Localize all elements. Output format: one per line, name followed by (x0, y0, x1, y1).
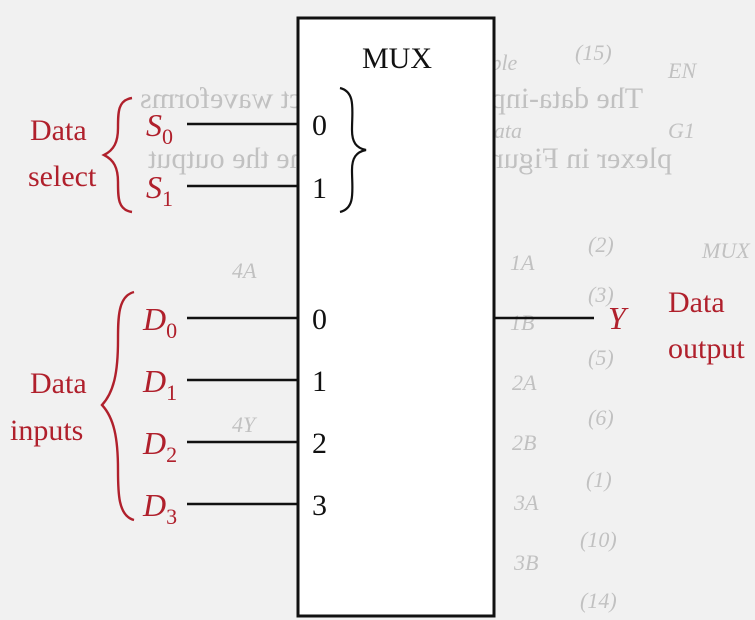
select-label-s0: S0 (146, 107, 173, 149)
output-label-y: Y (608, 300, 629, 336)
bleed-pin-14: (14) (580, 588, 617, 613)
bleed-pin-2b: 2B (512, 430, 537, 455)
output-desc-line1: Data (668, 286, 725, 319)
mux-title: MUX (362, 42, 432, 75)
data-pin-1: 1 (312, 365, 327, 398)
bleed-pin-10: (10) (580, 527, 617, 552)
bleed-pin-g1: G1 (668, 118, 695, 143)
input-group-label-line1: Data (30, 367, 87, 400)
data-label-d3: D3 (142, 487, 177, 529)
input-group-brace (100, 290, 135, 522)
bleed-pin-6: (6) (588, 405, 614, 430)
select-group-label-line2: select (28, 160, 97, 193)
bleed-pin-5: (5) (588, 345, 614, 370)
data-pin-2: 2 (312, 427, 327, 460)
select-pin-0: 0 (312, 109, 327, 142)
data-label-d2: D2 (142, 425, 177, 467)
bleed-pin-4a: 4A (232, 258, 257, 283)
bleed-pin-1b: 1B (510, 310, 535, 335)
data-label-d0: D0 (142, 301, 177, 343)
data-pin-0: 0 (312, 303, 327, 336)
mux-box (296, 16, 496, 618)
bleed-mux: MUX (702, 238, 750, 263)
bleed-pin-3a: 3A (514, 490, 539, 515)
bleed-pin-2a: 2A (512, 370, 537, 395)
bleed-pin-3b: 3B (514, 550, 539, 575)
select-group-label-line1: Data (30, 114, 87, 147)
bleed-pin-15: (15) (575, 40, 612, 65)
bleed-pin-en: EN (668, 58, 697, 83)
bleed-pin-1a: 1A (510, 250, 535, 275)
select-group-brace (101, 96, 133, 214)
select-pin-1: 1 (312, 172, 327, 205)
select-label-s1: S1 (146, 169, 173, 211)
data-pin-3: 3 (312, 489, 327, 522)
output-desc-line2: output (668, 332, 745, 365)
select-pin-brace (339, 86, 367, 214)
data-label-d1: D1 (142, 363, 177, 405)
bleed-pin-2: (2) (588, 232, 614, 257)
input-group-label-line2: inputs (10, 414, 83, 447)
bleed-pin-4y: 4Y (232, 412, 256, 437)
bleed-pin-3: (3) (588, 282, 614, 307)
bleed-pin-1: (1) (586, 467, 612, 492)
